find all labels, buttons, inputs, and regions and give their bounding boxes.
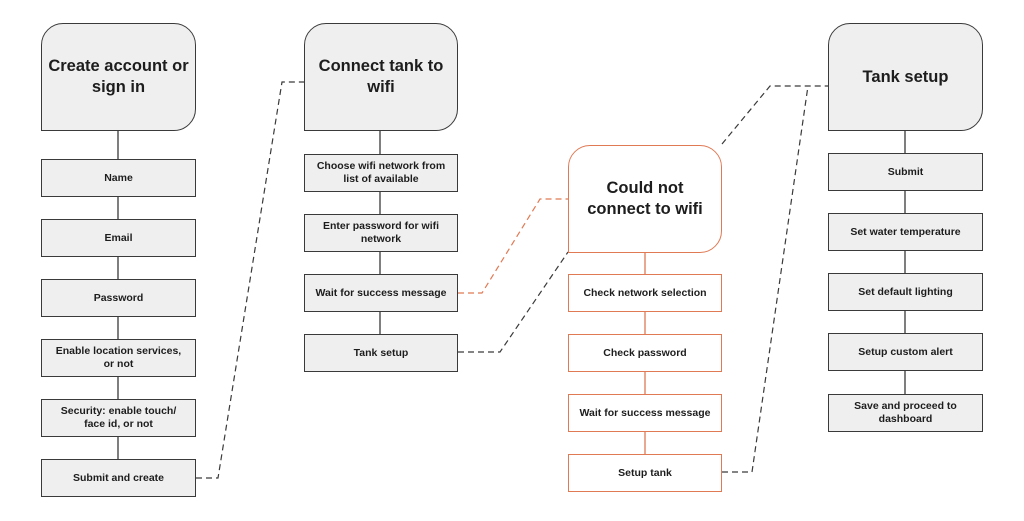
step-default-lighting: Set default lighting xyxy=(828,273,983,311)
step-wait-for-success-retry: Wait for success message xyxy=(568,394,722,432)
step-location-services: Enable location services, or not xyxy=(41,339,196,377)
step-save-and-proceed: Save and proceed to dashboard xyxy=(828,394,983,432)
wifi-title: Connect tank to wifi xyxy=(304,23,458,131)
step-submit-and-create: Submit and create xyxy=(41,459,196,497)
step-choose-network: Choose wifi network from list of availab… xyxy=(304,154,458,192)
step-email: Email xyxy=(41,219,196,257)
step-water-temperature: Set water temperature xyxy=(828,213,983,251)
step-password: Password xyxy=(41,279,196,317)
step-name: Name xyxy=(41,159,196,197)
account-title: Create account or sign in xyxy=(41,23,196,131)
step-check-password: Check password xyxy=(568,334,722,372)
step-submit: Submit xyxy=(828,153,983,191)
link-failure-to-setup xyxy=(721,85,828,145)
link-wait-to-failure xyxy=(458,198,568,294)
step-check-network: Check network selection xyxy=(568,274,722,312)
failure-title: Could not connect to wifi xyxy=(568,145,722,253)
step-wait-for-success: Wait for success message xyxy=(304,274,458,312)
link-tank-setup-to-failure xyxy=(458,251,569,353)
step-security: Security: enable touch/ face id, or not xyxy=(41,399,196,437)
setup-title: Tank setup xyxy=(828,23,983,131)
step-enter-wifi-password: Enter password for wifi network xyxy=(304,214,458,252)
step-tank-setup: Tank setup xyxy=(304,334,458,372)
step-setup-tank: Setup tank xyxy=(568,454,722,492)
step-custom-alert: Setup custom alert xyxy=(828,333,983,371)
link-setup-tank-to-setup xyxy=(722,85,809,473)
link-submit-to-wifi xyxy=(196,81,304,479)
